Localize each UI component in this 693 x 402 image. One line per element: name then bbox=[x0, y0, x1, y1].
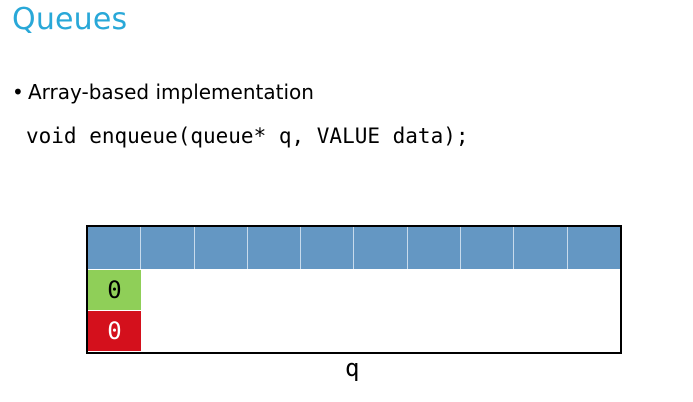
tail-field: 0 bbox=[88, 311, 141, 351]
array-cell bbox=[248, 227, 302, 269]
array-cell bbox=[141, 227, 195, 269]
bullet-point: •Array-based implementation bbox=[12, 80, 314, 104]
queue-variable-label: q bbox=[345, 354, 360, 382]
array-cell bbox=[301, 227, 355, 269]
bullet-marker: • bbox=[12, 80, 24, 104]
array-cell bbox=[408, 227, 462, 269]
code-signature: void enqueue(queue* q, VALUE data); bbox=[26, 124, 469, 148]
array-cell bbox=[354, 227, 408, 269]
array-cell bbox=[88, 227, 142, 269]
array-cell bbox=[461, 227, 515, 269]
head-field: 0 bbox=[88, 270, 141, 310]
slide-title: Queues bbox=[12, 2, 128, 37]
array-cell bbox=[514, 227, 568, 269]
array-cell bbox=[568, 227, 620, 269]
array-row bbox=[88, 227, 620, 269]
array-cell bbox=[195, 227, 248, 269]
queue-struct-diagram: 0 0 bbox=[86, 225, 622, 354]
bullet-text: Array-based implementation bbox=[28, 80, 314, 104]
